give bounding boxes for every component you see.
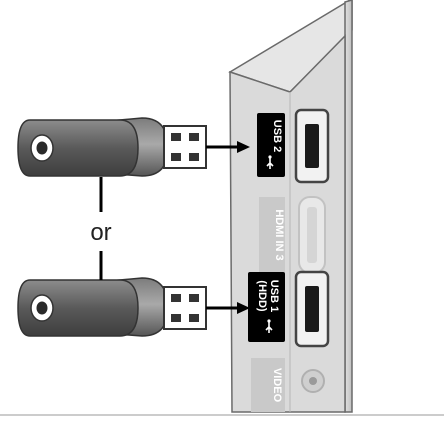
usb2-label-box [257,113,285,177]
arrow-right-icon [206,302,250,314]
hdmi3-port-group: HDMI IN 3 [259,196,326,274]
usb2-port-slot [305,124,319,168]
hdmi3-label: HDMI IN 3 [273,209,285,260]
usb-flash-drive-icon [17,277,207,337]
usb1-label-line2: (HDD) [256,280,268,311]
video-label: VIDEO [271,368,283,403]
arrow-right-icon [206,141,250,153]
video-label-box [251,358,285,412]
usb2-label: USB 2 [271,120,283,152]
usb-plug [163,286,207,330]
hdmi3-port-slot [307,207,317,263]
or-label: or [90,219,111,246]
usb-symbol-icon [266,155,274,169]
usb1-label-line1: USB 1 [268,280,280,312]
usb1-label-box [248,272,285,342]
usb1-port-slot [305,286,319,332]
usb1-port-group: USB 1 (HDD) [248,270,330,348]
usb-flash-drive-icon [17,117,207,177]
hdmi3-label-box [259,197,285,273]
usb-symbol-icon [265,319,273,333]
tv-side-panel [228,0,353,413]
usb-plug [163,125,207,169]
usb2-port-group: USB 2 [257,108,330,184]
video-port-group: VIDEO [251,358,325,412]
